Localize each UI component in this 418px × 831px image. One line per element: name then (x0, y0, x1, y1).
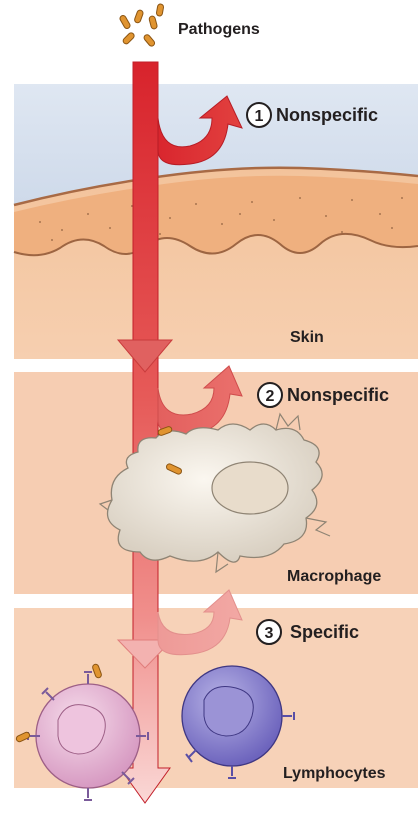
step-3-badge: 3 (257, 620, 281, 644)
pathogens-label: Pathogens (178, 21, 260, 38)
macrophage-nucleus (212, 462, 288, 514)
step-2-badge: 2 (258, 383, 282, 407)
skin-label: Skin (290, 329, 324, 346)
svg-text:3: 3 (265, 625, 274, 642)
step-1-label: Nonspecific (276, 105, 378, 125)
svg-text:2: 2 (266, 388, 275, 405)
lymphocytes-label: Lymphocytes (283, 765, 386, 782)
svg-text:1: 1 (255, 108, 264, 125)
step-2-label: Nonspecific (287, 385, 389, 405)
macrophage-label: Macrophage (287, 568, 381, 585)
step-3-label: Specific (290, 622, 359, 642)
step-1-badge: 1 (247, 103, 271, 127)
pathogen-cluster (119, 4, 164, 48)
